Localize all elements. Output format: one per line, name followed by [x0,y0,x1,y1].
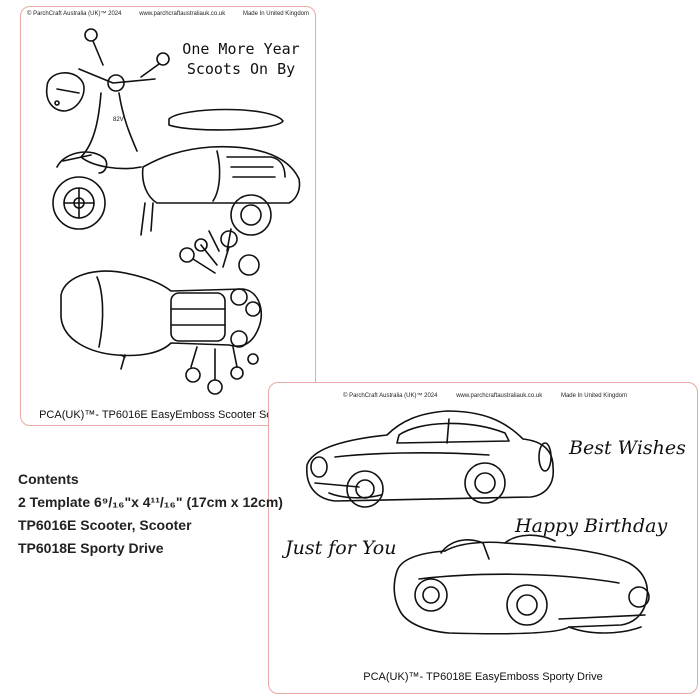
sentiment-best-wishes: Best Wishes [569,437,686,459]
card-footer: PCA(UK)™- TP6018E EasyEmboss Sporty Driv… [363,671,603,683]
card-header: © ParchCraft Australia (UK)™ 2024 www.pa… [27,11,309,17]
helmet-icon [45,72,85,112]
card-footer: PCA(UK)™- TP6016E EasyEmboss Scooter Sco… [39,409,297,421]
car-line-art [306,410,650,635]
contents-title: Contents [18,471,79,487]
scooter-template-card: © ParchCraft Australia (UK)™ 2024 www.pa… [20,6,316,426]
scooter-top-view-icon [60,228,263,395]
card-header: © ParchCraft Australia (UK)™ 2024 www.pa… [343,393,627,399]
sports-car-convertible-icon [393,534,650,635]
website-text: www.parchcraftaustraliauk.co.uk [456,393,543,399]
mirror-right-icon [140,52,170,78]
copyright-text: © ParchCraft Australia (UK)™ 2024 [27,11,122,17]
website-text: www.parchcraftaustraliauk.co.uk [139,11,226,17]
contents-line-3: TP6018E Sporty Drive [18,540,164,556]
caption-line-2: Scoots On By [186,60,296,78]
rear-wheel-icon [230,194,272,236]
copyright-text: © ParchCraft Australia (UK)™ 2024 [343,393,438,399]
sentiment-happy-birthday: Happy Birthday [515,515,668,537]
sentiment-just-for-you: Just for You [285,537,397,559]
sporty-drive-template-card: © ParchCraft Australia (UK)™ 2024 www.pa… [268,382,698,694]
plate-label: 82V [113,117,124,123]
contents-block: Contents 2 Template 6⁹/₁₆"x 4¹¹/₁₆" (17c… [18,468,283,560]
contents-line-1: 2 Template 6⁹/₁₆"x 4¹¹/₁₆" (17cm x 12cm) [18,494,283,510]
origin-text: Made In United Kingdom [242,11,309,17]
sports-car-hardtop-icon [306,410,555,508]
caption-line-1: One More Year [182,40,300,58]
front-wheel-icon [52,176,106,230]
scooter-caption: One More Year Scoots On By [171,39,311,79]
scooter-line-art: 82V [45,28,301,395]
mirror-left-icon [84,28,104,66]
origin-text: Made In United Kingdom [560,393,627,399]
contents-line-2: TP6016E Scooter, Scooter [18,517,192,533]
